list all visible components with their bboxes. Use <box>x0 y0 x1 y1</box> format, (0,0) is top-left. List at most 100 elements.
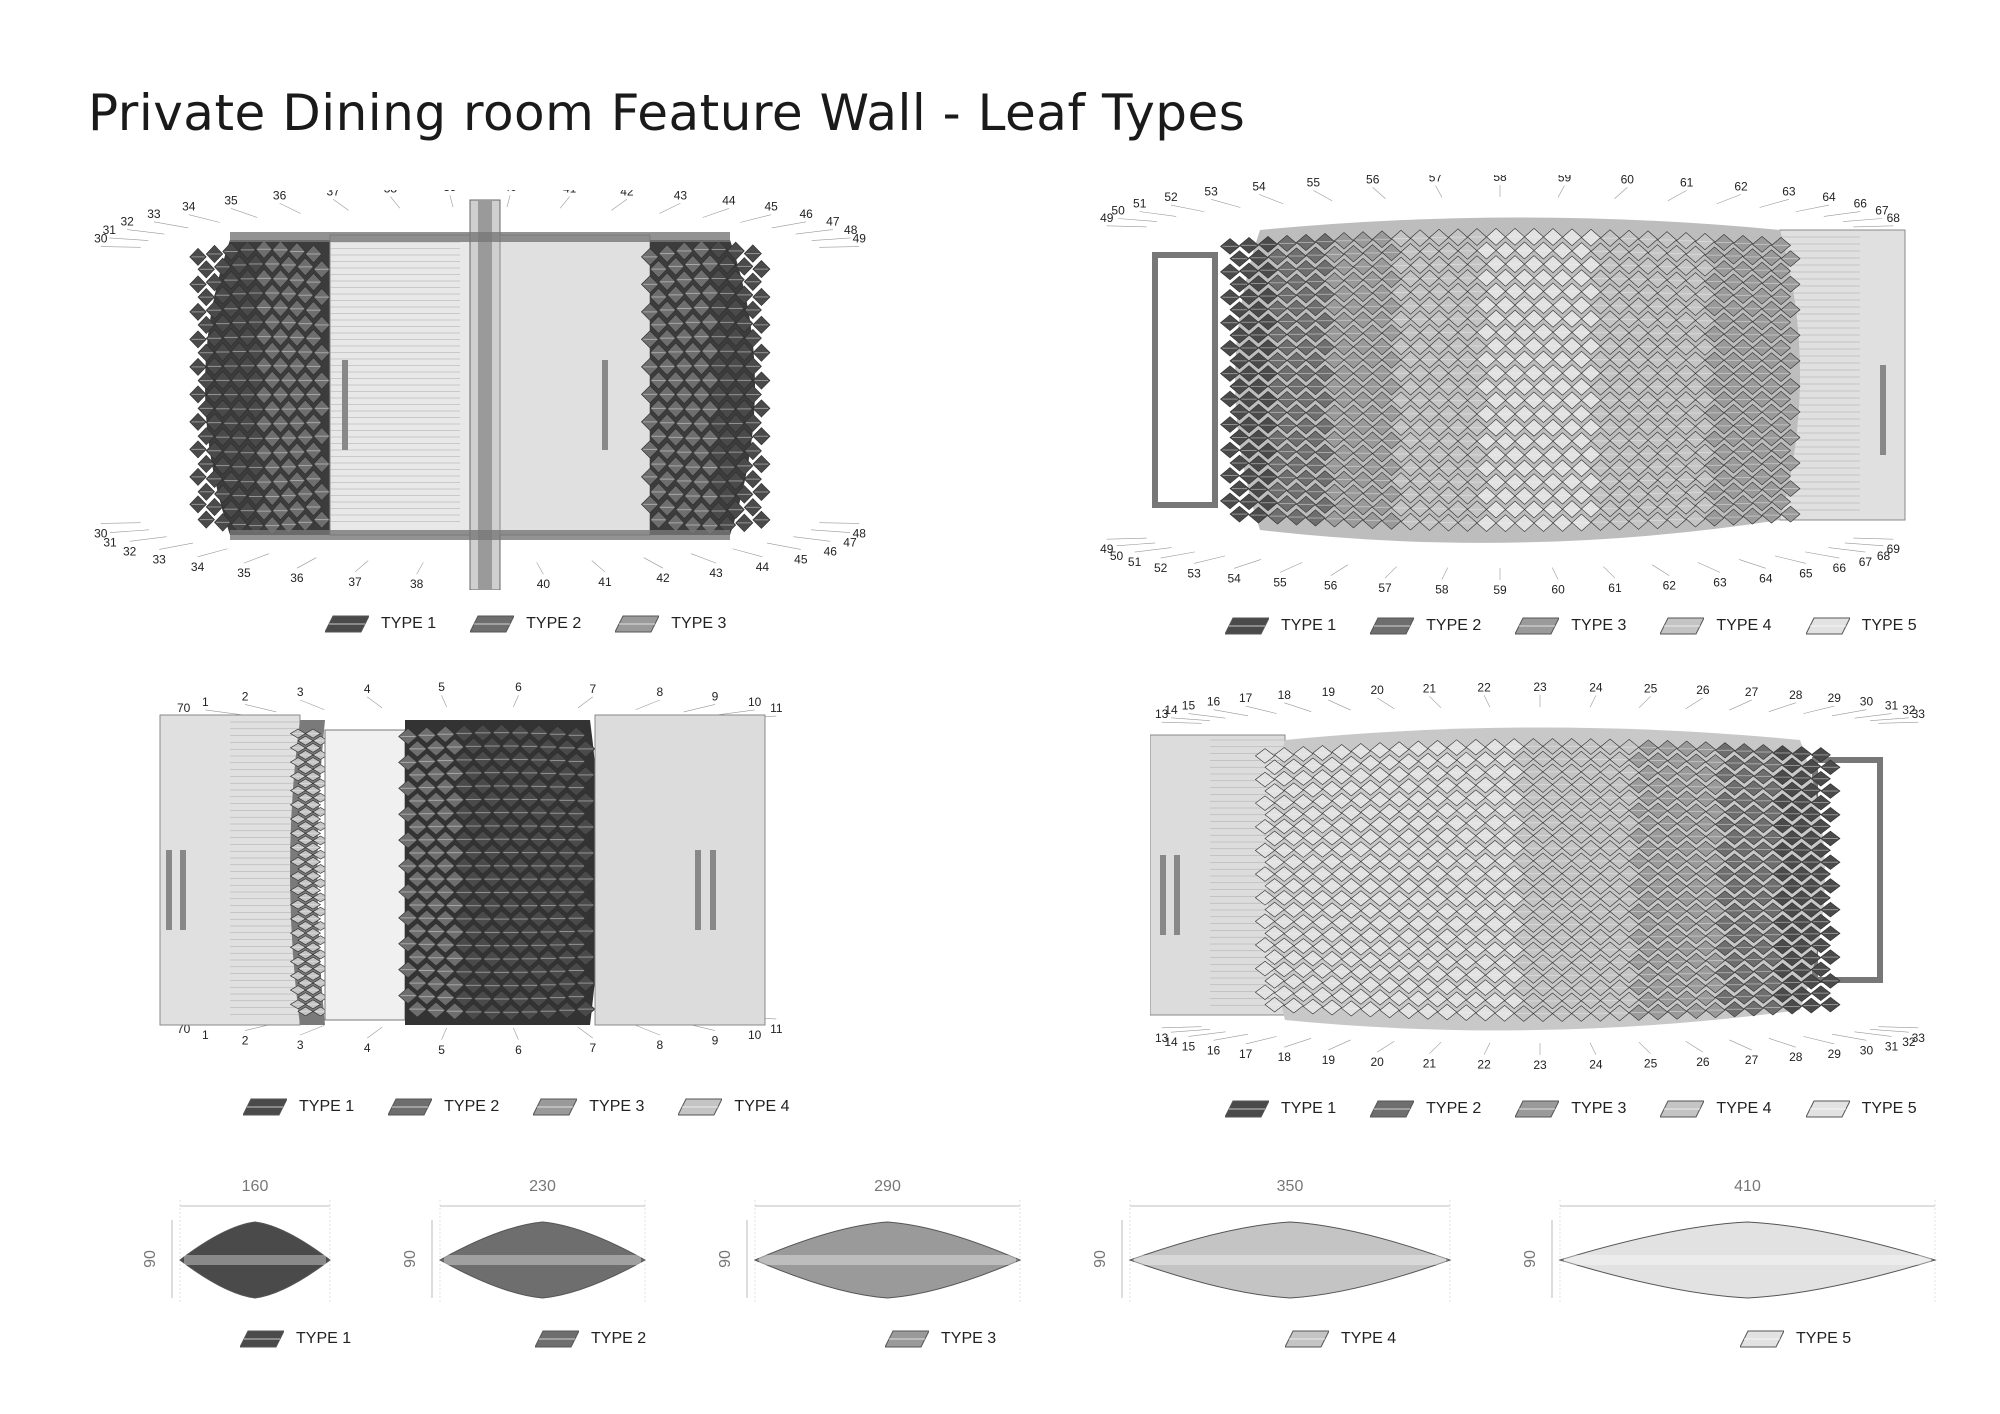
segment-number: 43 <box>709 566 723 580</box>
segment-number: 60 <box>1551 583 1565 595</box>
segment-number: 24 <box>1589 1058 1603 1072</box>
segment-number: 32 <box>1902 1035 1916 1049</box>
segment-number: 42 <box>656 571 670 585</box>
segment-number: 11 <box>770 1022 783 1036</box>
legend-label: TYPE 4 <box>1716 617 1772 634</box>
legend-label: TYPE 3 <box>589 1098 645 1115</box>
segment-number: 28 <box>1789 688 1803 702</box>
segment-number: 65 <box>1799 566 1813 580</box>
leaf-swatch-icon <box>1660 1100 1705 1118</box>
segment-number: 1 <box>202 1028 209 1042</box>
legend-label: TYPE 2 <box>526 615 582 632</box>
legend-item-type-1: TYPE 1 <box>243 1098 354 1116</box>
segment-number: 34 <box>182 200 196 214</box>
segment-number: 59 <box>1493 583 1507 595</box>
segment-number: 66 <box>1833 561 1847 575</box>
segment-number: 9 <box>712 1034 719 1048</box>
leaf-swatch-icon <box>1370 617 1415 635</box>
segment-number: 36 <box>290 571 304 585</box>
segment-number: 48 <box>844 223 858 237</box>
segment-number: 22 <box>1477 680 1491 694</box>
segment-number: 7 <box>589 682 596 696</box>
segment-number: 44 <box>756 560 770 574</box>
legend-item-type-1: TYPE 1 <box>1225 1100 1336 1118</box>
segment-number: 49 <box>1100 211 1114 225</box>
segment-number: 67 <box>1875 204 1889 218</box>
segment-number: 13 <box>1155 707 1169 721</box>
segment-number: 55 <box>1307 175 1321 189</box>
leaf-swatch-icon <box>470 615 515 633</box>
segment-number: 18 <box>1278 688 1292 702</box>
leaf-shape-icon <box>1121 1200 1452 1303</box>
segment-number: 6 <box>515 680 522 694</box>
segment-number: 56 <box>1366 175 1380 186</box>
segment-number: 61 <box>1680 175 1694 189</box>
legend-label: TYPE 1 <box>381 615 437 632</box>
leaf-type-name: TYPE 4 <box>1341 1330 1397 1347</box>
page-title: Private Dining room Feature Wall - Leaf … <box>88 84 1246 142</box>
segment-number: 15 <box>1182 1039 1196 1053</box>
segment-number: 31 <box>103 223 117 237</box>
leaf-width-dimension: 160 <box>241 1178 269 1195</box>
leaf-shape-icon <box>431 1200 647 1303</box>
segment-number: 58 <box>1493 175 1507 184</box>
leaf-swatch-icon <box>533 1098 578 1116</box>
legend-label: TYPE 2 <box>1426 1100 1482 1117</box>
segment-number: 24 <box>1589 680 1603 694</box>
segment-number: 41 <box>563 190 577 196</box>
leaf-swatch-icon <box>1515 1100 1560 1118</box>
segment-number: 47 <box>843 536 857 550</box>
segment-number: 14 <box>1164 1035 1178 1049</box>
segment-number: 68 <box>1877 549 1891 563</box>
leaf-swatch-icon <box>1515 617 1560 635</box>
segment-number: 21 <box>1423 1057 1437 1071</box>
segment-number: 64 <box>1759 571 1773 585</box>
legend-label: TYPE 3 <box>1571 1100 1627 1117</box>
segment-number: 19 <box>1322 1053 1336 1067</box>
legend-label: TYPE 4 <box>1716 1100 1772 1117</box>
segment-number: 20 <box>1370 1055 1384 1069</box>
segment-number: 62 <box>1663 579 1677 593</box>
legend-label: TYPE 1 <box>1281 1100 1337 1117</box>
segment-number: 35 <box>237 566 251 580</box>
leaf-swatch-icon <box>388 1098 433 1116</box>
segment-number: 52 <box>1164 190 1178 204</box>
segment-number: 30 <box>1860 1043 1874 1057</box>
leaf-width-dimension: 350 <box>1276 1178 1304 1195</box>
segment-number: 32 <box>1902 703 1916 717</box>
segment-number: 47 <box>826 215 840 229</box>
segment-number: 4 <box>364 1041 371 1055</box>
segment-number: 34 <box>191 560 205 574</box>
leaf-swatch-icon <box>1225 617 1269 635</box>
segment-number: 51 <box>1133 197 1147 211</box>
leaf-shape-icon <box>1551 1200 1937 1303</box>
legend-label: TYPE 4 <box>734 1098 790 1115</box>
leaf-type-name: TYPE 3 <box>941 1330 997 1347</box>
leaf-swatch-icon <box>243 1098 287 1116</box>
segment-number: 69 <box>1887 542 1901 556</box>
segment-number: 43 <box>674 190 688 202</box>
segment-number: 8 <box>656 1038 663 1052</box>
legend-label: TYPE 2 <box>444 1098 500 1115</box>
segment-number: 10 <box>748 1028 762 1042</box>
segment-number: 54 <box>1227 571 1241 585</box>
leaf-swatch-icon <box>1660 617 1705 635</box>
segment-number: 33 <box>1912 707 1926 721</box>
segment-number: 61 <box>1608 581 1622 595</box>
segment-number: 17 <box>1239 691 1253 705</box>
segment-number: 25 <box>1644 681 1658 695</box>
leaf-mesh <box>189 239 331 536</box>
segment-number: 45 <box>765 200 779 214</box>
segment-number: 51 <box>1128 555 1142 569</box>
leaf-width-dimension: 290 <box>874 1178 901 1195</box>
segment-number: 30 <box>1860 695 1874 709</box>
segment-number: 27 <box>1745 685 1759 699</box>
segment-number: 30 <box>94 526 108 540</box>
